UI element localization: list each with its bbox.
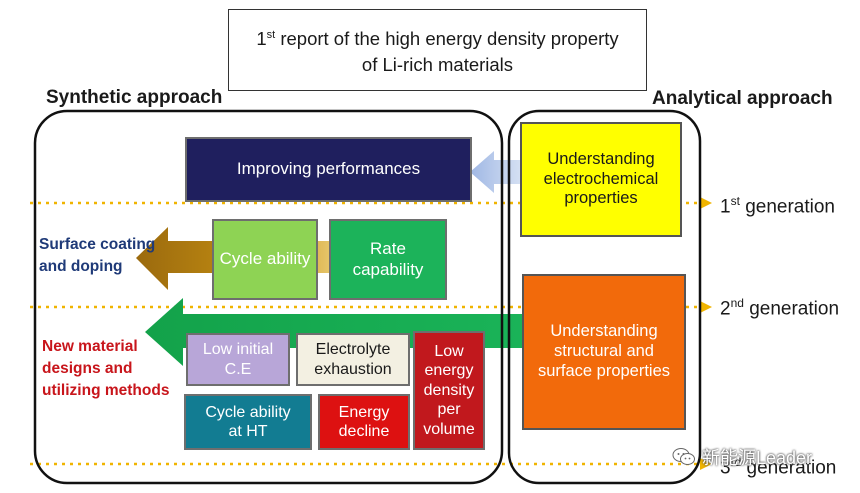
- low-energy-density-box: Low energy density per volume: [413, 331, 485, 450]
- synthetic-frame: [33, 109, 504, 485]
- title-box: 1st report of the high energy density pr…: [228, 9, 647, 91]
- generation-1-label: 1st generation: [720, 194, 835, 218]
- generation-3-arrowhead: [700, 458, 712, 470]
- cycle-ability-box: Cycle ability: [212, 219, 318, 300]
- analytical-frame: [507, 109, 702, 485]
- cycle-ability-ht-box: Cycle ability at HT: [184, 394, 312, 450]
- rate-capability-box: Rate capability: [329, 219, 447, 300]
- generation-1-arrowhead: [700, 197, 712, 209]
- title-line-1: 1st report of the high energy density pr…: [256, 28, 619, 50]
- generation-2-arrowhead: [700, 301, 712, 313]
- generation-2-label: 2nd generation: [720, 296, 840, 320]
- generation-3-label: 3rd generation: [720, 455, 837, 479]
- energy-decline-box: Energy decline: [318, 394, 410, 450]
- wechat-icon: [672, 448, 695, 465]
- low-initial-ce-box: Low initial C.E: [186, 333, 290, 386]
- electrolyte-exhaustion-box: Electrolyte exhaustion: [296, 333, 410, 386]
- analytical-approach-heading: Analytical approach: [652, 88, 833, 109]
- blue-arrow: [470, 151, 522, 193]
- new-material-label: New material designs and utilizing metho…: [42, 338, 170, 399]
- title-line-2: of Li-rich materials: [361, 54, 514, 76]
- structural-surface-properties-box: Understanding structural and surface pro…: [522, 274, 686, 430]
- watermark: 新能源Leader: [672, 444, 812, 470]
- synthetic-approach-heading: Synthetic approach: [46, 87, 223, 108]
- electrochemical-properties-box: Understanding electrochemical properties: [520, 122, 682, 237]
- improving-performances-box: Improving performances: [185, 137, 472, 202]
- surface-coating-label: Surface coating and doping: [39, 236, 156, 275]
- green-arrow: [145, 298, 522, 366]
